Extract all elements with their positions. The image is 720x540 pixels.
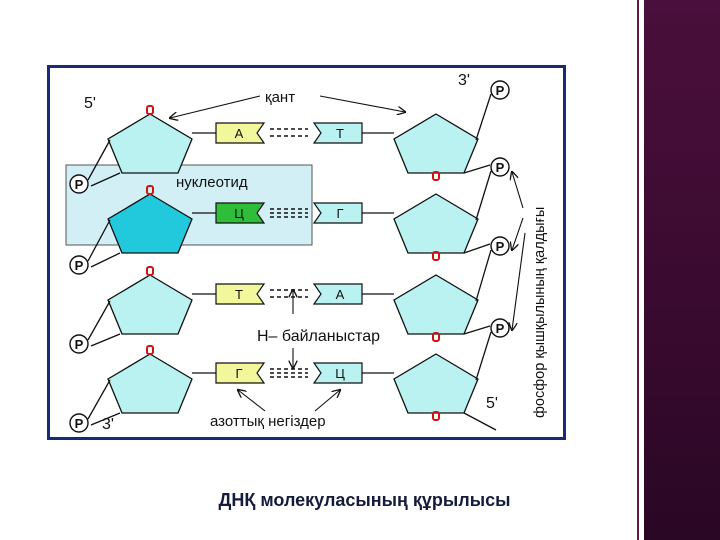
right-base-letter: Г <box>336 206 343 221</box>
phosphate-circle <box>69 174 89 194</box>
sugar-oxygen <box>432 251 440 261</box>
right-sugar <box>393 113 479 174</box>
phosphate-symbol: P <box>496 239 505 254</box>
right-base <box>312 122 363 144</box>
left-sugar <box>107 274 193 335</box>
bond-line <box>463 164 491 174</box>
sugar-oxygen <box>146 345 154 355</box>
dna-diagram-canvas: А Т Ц Г Т А Г Ц P P P P P P P P 5' қант 3' нуклеотид H… <box>65 72 548 433</box>
phosphate-symbol: P <box>496 83 505 98</box>
label-nucleotide: нуклеотид <box>176 174 248 191</box>
phosphate-circle <box>69 255 89 275</box>
phosphate-symbol: P <box>75 337 84 352</box>
bond-line <box>475 331 492 381</box>
dna-structure-diagram: А Т Ц Г Т А Г Ц P P P P P P P P 5' қант 3' нуклеотид H… <box>47 65 566 440</box>
sugar-oxygen <box>432 411 440 421</box>
right-sugar <box>393 353 479 414</box>
right-base <box>312 283 363 305</box>
bond-line <box>87 379 111 420</box>
right-base <box>312 202 363 224</box>
left-base-letter: А <box>235 126 244 141</box>
slide-edge-line <box>637 0 639 540</box>
bases-arrow-left <box>238 390 266 412</box>
phosphate-circle <box>69 413 89 433</box>
bases-arrow-right <box>314 390 340 412</box>
left-sugar <box>107 193 193 254</box>
left-sugar <box>107 353 193 414</box>
sugar-oxygen <box>432 171 440 181</box>
bond-line <box>90 172 121 187</box>
sugar-arrow-right <box>319 95 405 112</box>
bond-line <box>475 93 492 141</box>
left-base <box>215 283 266 305</box>
phosphate-arrow-2 <box>512 217 524 250</box>
left-base-letter: Г <box>235 366 242 381</box>
bond-line <box>463 243 491 254</box>
bond-line <box>90 412 121 426</box>
right-sugar <box>393 274 479 335</box>
right-sugar <box>393 193 479 254</box>
left-base-letter: Ц <box>234 206 244 221</box>
bond-line <box>87 219 111 262</box>
base-pairs: А Т Ц Г Т А Г Ц <box>192 122 394 384</box>
sugar-oxygen <box>146 105 154 115</box>
sugar-oxygen <box>432 332 440 342</box>
bond-line <box>475 170 492 221</box>
label-h-bonds: H– байланыстар <box>257 328 380 345</box>
sugar-oxygen <box>146 185 154 195</box>
label-left-bottom-end: 3' <box>102 416 114 433</box>
phosphate-symbol: P <box>496 160 505 175</box>
bond-line <box>463 412 497 431</box>
left-base <box>215 362 266 384</box>
phosphate-circle <box>490 157 510 177</box>
sugar-arrow-left <box>170 95 261 118</box>
phosphate-arrow-1 <box>512 172 524 209</box>
label-right-top-end: 3' <box>458 72 470 89</box>
label-phosphate-residues: фосфор қышқылының қалдығы <box>532 207 548 418</box>
phosphate-symbol: P <box>496 321 505 336</box>
label-sugar: қант <box>265 89 295 106</box>
bond-line <box>87 139 111 181</box>
bond-line <box>463 325 491 335</box>
left-base <box>215 202 266 224</box>
left-base <box>215 122 266 144</box>
slide-side-bar <box>641 0 720 540</box>
bond-line <box>87 300 111 341</box>
phosphate-circle <box>490 236 510 256</box>
right-base-letter: А <box>336 287 345 302</box>
left-base-letter: Т <box>235 287 243 302</box>
right-base-letter: Т <box>336 126 344 141</box>
phosphate-circle <box>490 80 510 100</box>
phosphate-groups: P P P P P P P P <box>69 80 510 433</box>
label-bases: азоттық негіздер <box>210 413 326 430</box>
phosphate-symbol: P <box>75 177 84 192</box>
bond-line <box>90 333 121 347</box>
phosphate-symbol: P <box>75 416 84 431</box>
label-right-bottom-end: 5' <box>486 395 498 412</box>
bond-line <box>90 252 121 268</box>
annotation-arrows <box>170 95 526 412</box>
left-sugar <box>107 113 193 174</box>
bond-line <box>475 249 492 302</box>
phosphate-circle <box>69 334 89 354</box>
sugar-phosphate-backbone <box>87 93 497 431</box>
phosphate-symbol: P <box>75 258 84 273</box>
right-base <box>312 362 363 384</box>
phosphate-arrow-3 <box>512 232 526 330</box>
label-left-top-end: 5' <box>84 95 96 112</box>
slide-caption: ДНҚ молекуласының құрылысы <box>218 490 511 510</box>
right-base-letter: Ц <box>335 366 345 381</box>
sugar-oxygen <box>146 266 154 276</box>
